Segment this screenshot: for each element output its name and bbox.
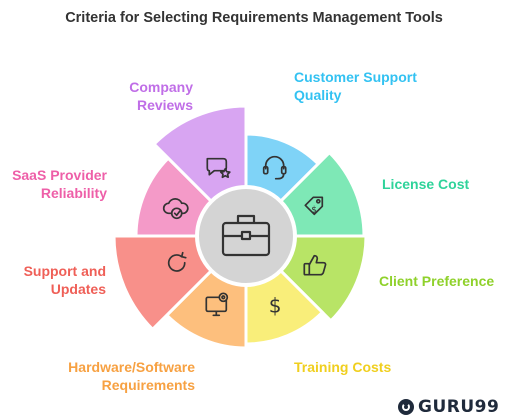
headset-icon — [262, 155, 287, 180]
center-hub — [195, 185, 297, 287]
brand-name: GURU99 — [418, 397, 500, 417]
review-chat-icon — [206, 157, 231, 179]
label-license-cost: License Cost — [382, 176, 470, 192]
briefcase-icon — [221, 214, 271, 257]
svg-text:$: $ — [269, 293, 282, 317]
label-training-costs: Training Costs — [294, 359, 392, 375]
computer-settings-icon — [205, 292, 229, 317]
guru99-brand: GURU99 — [398, 397, 499, 417]
svg-text:$: $ — [311, 205, 317, 215]
label-client-preference: Client Preference — [379, 273, 495, 289]
thumbs-up-icon — [303, 254, 327, 276]
dollar-icon: $ — [269, 293, 282, 317]
guru99-logo-icon — [398, 399, 414, 415]
refresh-icon — [167, 251, 187, 272]
price-tag-icon: $ — [304, 196, 324, 215]
cloud-check-icon — [162, 198, 189, 220]
diagram-title: Criteria for Selecting Requirements Mana… — [65, 10, 443, 26]
